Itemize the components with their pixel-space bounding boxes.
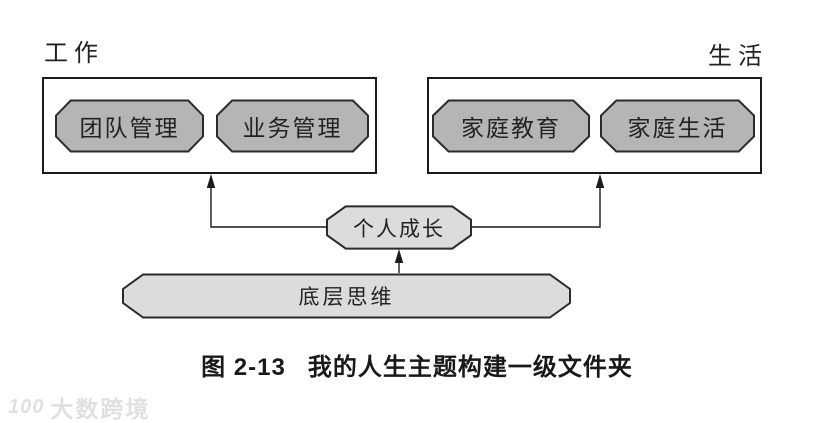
connector-life	[471, 186, 601, 228]
watermark: 100 大数跨境	[8, 390, 150, 423]
octagon-shape	[123, 274, 570, 318]
node-label: 个人成长	[353, 216, 445, 241]
figure-title: 我的人生主题构建一级文件夹	[307, 354, 633, 381]
octagon-shape	[56, 100, 203, 152]
octagon-shape	[601, 100, 754, 152]
watermark-text: 大数跨境	[50, 396, 151, 422]
figure-caption: 图 2-13 我的人生主题构建一级文件夹	[0, 347, 834, 382]
watermark-logo-icon: 100	[8, 395, 45, 418]
figure-number: 图 2-13	[201, 354, 286, 381]
octagon-shape	[327, 206, 471, 249]
octagon-shape	[433, 100, 589, 152]
work-zone-label: 工作	[44, 41, 104, 67]
node-business-management: 业务管理	[217, 100, 368, 152]
arrowhead-work-icon	[206, 174, 216, 188]
node-family-education: 家庭教育	[433, 100, 589, 152]
node-label: 家庭教育	[461, 116, 561, 141]
node-label: 底层思维	[298, 285, 395, 309]
node-base-thinking: 底层思维	[123, 274, 570, 318]
node-label: 业务管理	[242, 116, 343, 141]
node-label: 团队管理	[79, 116, 180, 141]
node-team-management: 团队管理	[56, 100, 203, 152]
arrowhead-base-icon	[394, 249, 404, 263]
node-label: 家庭生活	[627, 116, 728, 141]
node-personal-growth: 个人成长	[327, 206, 471, 249]
life-zone-label: 生活	[708, 44, 768, 70]
octagon-shape	[217, 100, 368, 152]
arrowhead-life-icon	[595, 174, 605, 188]
connector-work	[210, 186, 327, 228]
node-family-life: 家庭生活	[601, 100, 754, 152]
